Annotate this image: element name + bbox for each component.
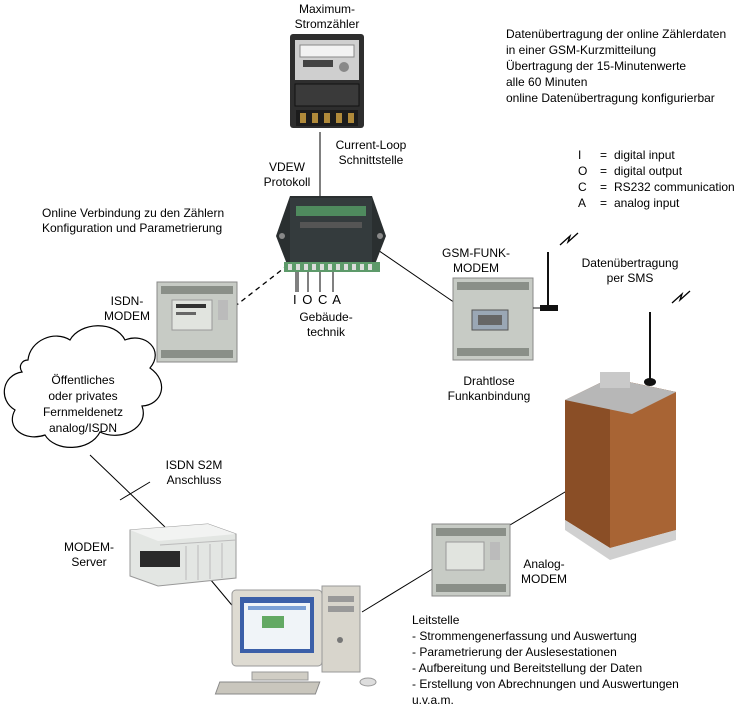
network-cloud-icon	[3, 325, 163, 448]
note-line: alle 60 Minuten	[506, 75, 588, 89]
isdn-s2m-label: ISDN S2M Anschluss	[165, 458, 223, 487]
note-line: online Datenübertragung konfigurierbar	[506, 91, 715, 105]
legend-row: I=digital input	[578, 148, 675, 162]
pc-workstation-icon	[214, 585, 377, 695]
note-line: Übertragung der 15-Minutenwerte	[506, 59, 687, 73]
leitstelle-item: - Parametrierung der Auslesestationen	[412, 645, 617, 659]
meter-label: Maximum- Stromzähler	[294, 2, 360, 31]
modem-server-label: MODEM- Server	[64, 540, 114, 569]
io-legend: I=digital input O=digital output C=RS232…	[578, 147, 735, 211]
controller-to-isdn-dashed-line	[197, 264, 289, 336]
gsm-modem-icon	[452, 252, 558, 361]
controller-box-icon	[276, 196, 386, 272]
leitstelle-item: - Erstellung von Abrechnungen und Auswer…	[412, 677, 679, 691]
leitstelle-block: Leitstelle - Strommengenerfassung und Au…	[412, 612, 679, 708]
leitstelle-item: - Strommengenerfassung und Auswertung	[412, 629, 637, 643]
isdn-modem-icon	[156, 281, 238, 363]
legend-row: A=analog input	[578, 196, 680, 210]
top-notes: Datenübertragung der online Zählerdaten …	[506, 26, 726, 106]
sms-label: Datenübertragung per SMS	[581, 256, 679, 285]
leitstelle-item: u.v.a.m.	[412, 693, 454, 707]
controller-to-gsm-line	[371, 245, 459, 306]
leitstelle-title: Leitstelle	[412, 613, 460, 627]
legend-row: C=RS232 communication	[578, 180, 735, 194]
isdn-modem-label: ISDN- MODEM	[104, 294, 150, 323]
legend-row: O=digital output	[578, 164, 683, 178]
pc-to-analog-modem-line	[361, 567, 435, 613]
analog-modem-label: Analog- MODEM	[521, 557, 567, 586]
online-connection-label: Online Verbindung zu den Zählern Konfigu…	[42, 206, 225, 235]
s2m-tick-line	[119, 481, 151, 501]
sms-bolt-1-icon	[559, 232, 579, 246]
ioca-label: I O C A	[293, 292, 342, 307]
sms-bolt-2-icon	[671, 290, 691, 304]
drahtlos-label: Drahtlose Funkanbindung	[447, 374, 531, 403]
note-line: Datenübertragung der online Zählerdaten	[506, 27, 727, 41]
modem-server-icon	[129, 523, 237, 587]
vdew-label: VDEW Protokoll	[263, 160, 311, 189]
note-line: in einer GSM-Kurzmitteilung	[506, 43, 657, 57]
gebaeudetechnik-label: Gebäude- technik	[299, 310, 353, 339]
gsm-modem-label: GSM-FUNK- MODEM	[442, 246, 510, 275]
leitstelle-item: - Aufbereitung und Bereitstellung der Da…	[412, 661, 643, 675]
current-loop-label: Current-Loop Schnittstelle	[335, 138, 407, 167]
cloud-label: Öffentliches oder privates Fernmeldenetz…	[42, 373, 124, 435]
office-building-icon	[565, 312, 676, 560]
cloud-to-server-line	[89, 454, 166, 528]
electricity-meter-icon	[290, 34, 364, 128]
analog-modem-icon	[431, 523, 511, 597]
